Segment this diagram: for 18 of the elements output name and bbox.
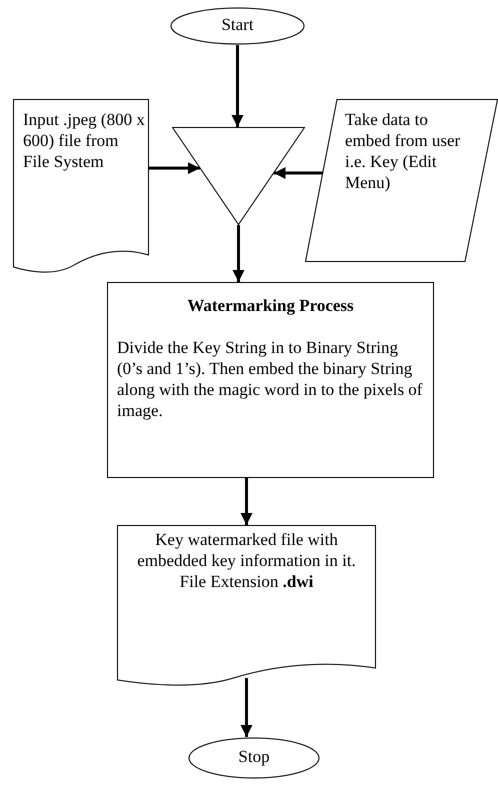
process-box [107, 282, 434, 478]
arrow [240, 678, 252, 737]
arrow [149, 162, 200, 174]
node-text: Stop [237, 746, 271, 767]
arrow [274, 167, 322, 180]
node-text: Key watermarked file with embedded key information in it. [136, 529, 357, 571]
node-text: Input .jpeg (800 x 600) file from File System [23, 109, 145, 172]
start-terminal [170, 7, 305, 45]
arrow [232, 225, 244, 282]
heading-text: Watermarking Process [186, 295, 355, 316]
stop-terminal [188, 737, 320, 779]
node-text: File Extension .dwi [178, 571, 314, 592]
node-text: Divide the Key String in to Binary String (0’s and 1’s). Then embed the binary String along with the magic word in to the pixels of image. [117, 337, 424, 421]
node-text: Start [220, 14, 255, 35]
arrow [240, 478, 252, 525]
arrow [232, 45, 244, 127]
node-text: Take data to embed from user i.e. Key (Edit Menu) [345, 109, 462, 193]
merge-triangle [172, 127, 305, 225]
